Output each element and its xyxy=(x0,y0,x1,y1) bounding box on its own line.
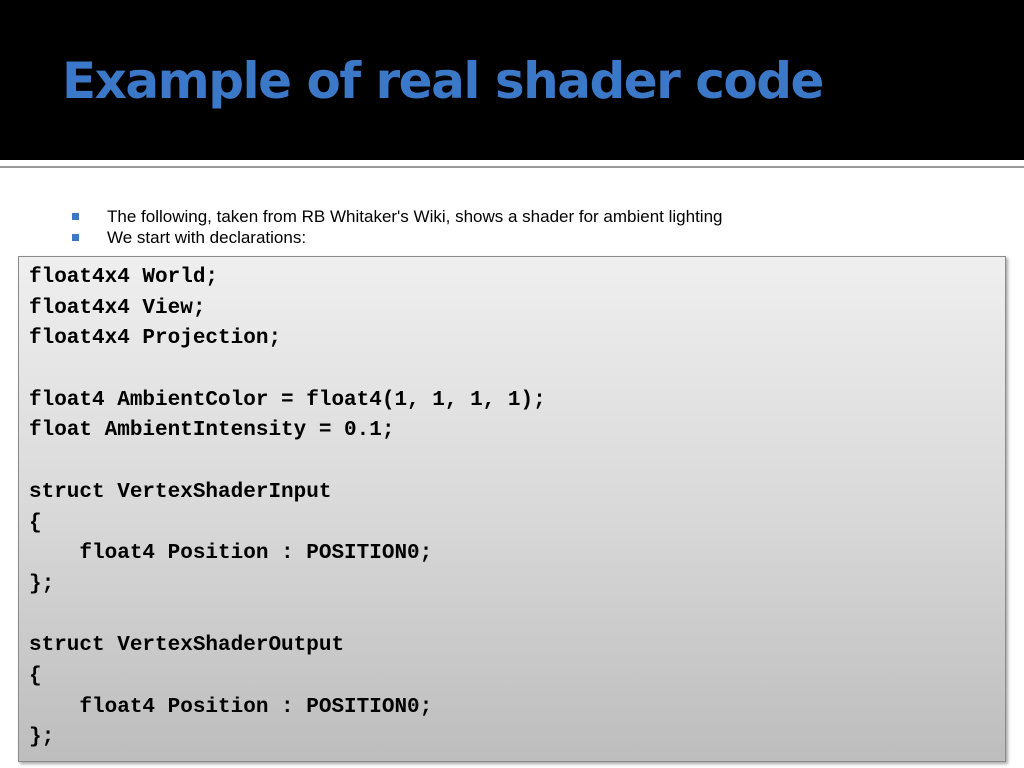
code-line: float4x4 Projection; xyxy=(29,327,282,351)
square-bullet-icon xyxy=(72,213,79,220)
code-line: float4 Position : POSITION0; xyxy=(29,695,433,719)
title-divider-line xyxy=(0,166,1024,168)
code-line: float4x4 View; xyxy=(29,296,206,320)
bullet-list: The following, taken from RB Whitaker's … xyxy=(72,206,723,248)
code-line: struct VertexShaderOutput xyxy=(29,634,345,658)
code-line xyxy=(29,601,546,632)
code-line: }; xyxy=(29,572,55,596)
code-line: float4 AmbientColor = float4(1, 1, 1, 1)… xyxy=(29,388,546,412)
bullet-text: We start with declarations: xyxy=(107,227,307,247)
code-line: struct VertexShaderInput xyxy=(29,480,332,504)
code-line: float4 Position : POSITION0; xyxy=(29,542,433,566)
slide-content: The following, taken from RB Whitaker's … xyxy=(0,168,1024,768)
code-line xyxy=(29,447,546,478)
code-block: float4x4 World; float4x4 View; float4x4 … xyxy=(18,256,1006,762)
square-bullet-icon xyxy=(72,234,79,241)
code-line: { xyxy=(29,511,42,535)
bullet-text: The following, taken from RB Whitaker's … xyxy=(107,206,723,226)
bullet-item: We start with declarations: xyxy=(72,227,723,248)
bullet-item: The following, taken from RB Whitaker's … xyxy=(72,206,723,227)
code-line: }; xyxy=(29,726,55,750)
code-line: float AmbientIntensity = 0.1; xyxy=(29,419,395,443)
code-line xyxy=(29,355,546,386)
code-line: { xyxy=(29,664,42,688)
code-lines: float4x4 World; float4x4 View; float4x4 … xyxy=(29,263,546,754)
slide-title: Example of real shader code xyxy=(62,52,824,110)
title-band: Example of real shader code xyxy=(0,0,1024,160)
code-line: float4x4 World; xyxy=(29,266,219,289)
title-divider xyxy=(0,160,1024,166)
